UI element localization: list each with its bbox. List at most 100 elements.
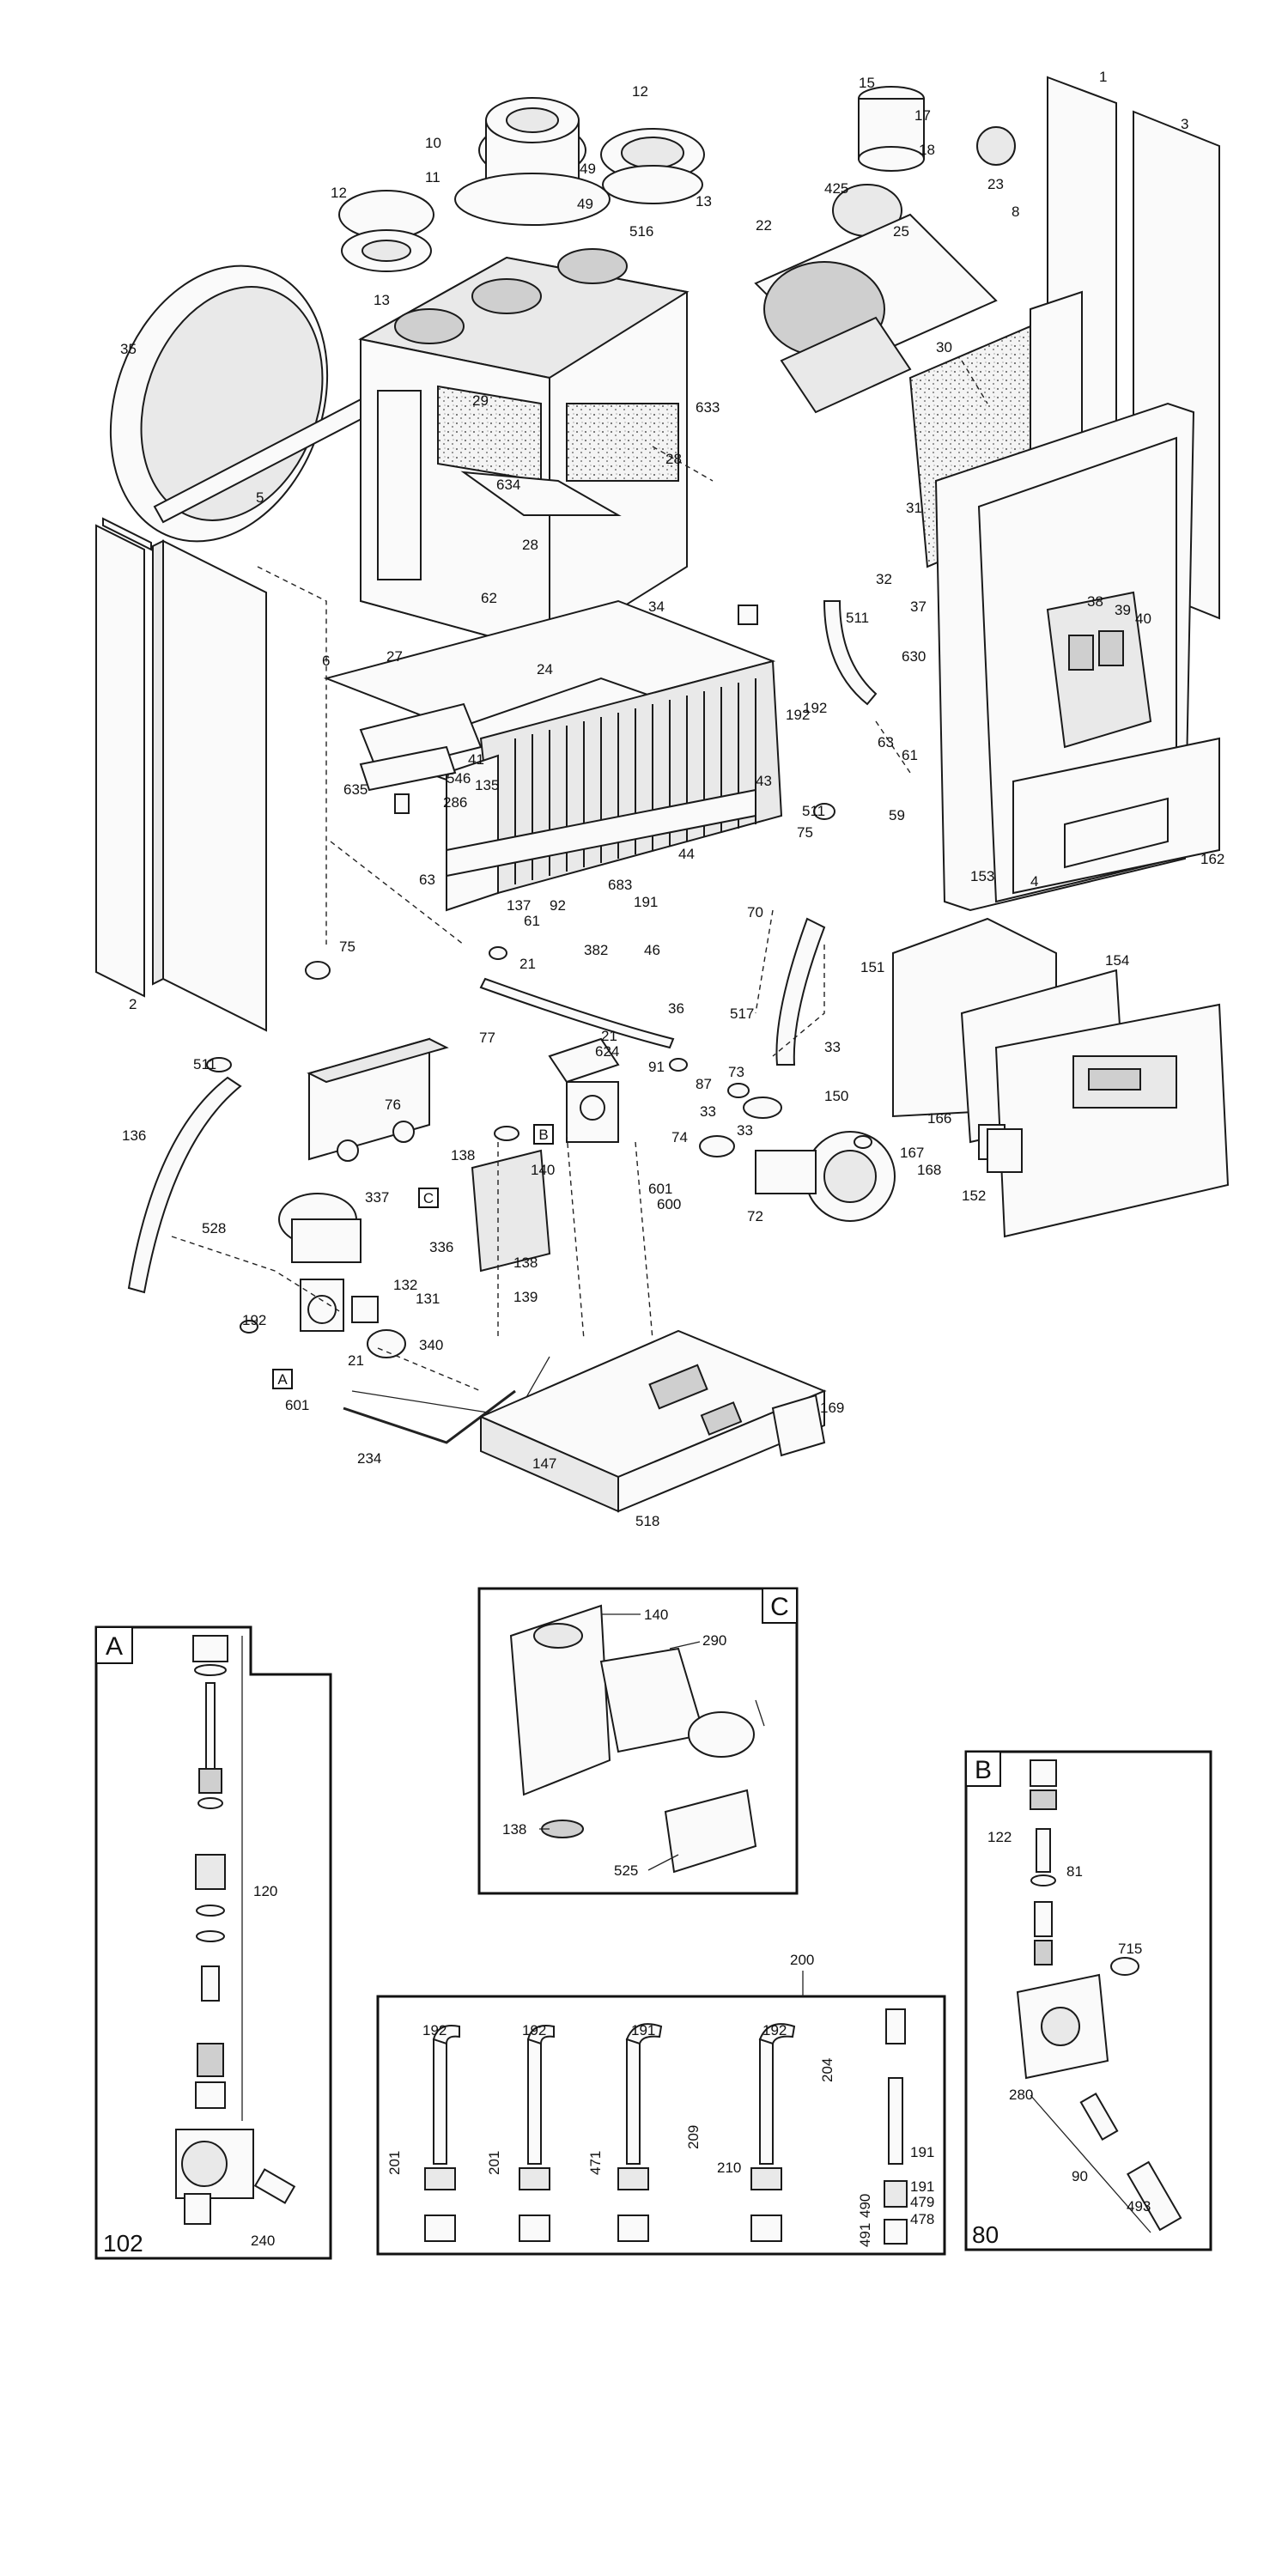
callout-label: 624: [595, 1043, 619, 1060]
detail-c-callout: 525: [614, 1862, 638, 1879]
callout-label: 61: [902, 747, 918, 763]
callout-label: 49: [580, 161, 596, 177]
callout-label: 63: [878, 734, 894, 750]
callout-label: 21: [348, 1352, 364, 1369]
callout-label: 286: [443, 794, 467, 811]
heat-exchanger: [323, 599, 783, 912]
detail-a-callout: 102: [103, 2230, 143, 2257]
callout-label: 517: [730, 1005, 754, 1022]
fan-assembly: [754, 86, 998, 414]
callout-label: 33: [737, 1122, 753, 1139]
callout-label: 167: [900, 1145, 924, 1161]
callout-label: 139: [513, 1289, 538, 1305]
detail-200-callout: 191: [910, 2144, 934, 2160]
circulation-pump: [699, 1097, 896, 1222]
detail-200-callout: 204: [819, 2058, 835, 2082]
callout-label: 425: [824, 180, 848, 197]
callout-label: 21: [601, 1028, 617, 1044]
detail-a-frame: A: [94, 1625, 332, 2260]
callout-label: 13: [374, 292, 390, 308]
callout-label: 192: [786, 707, 810, 723]
detail-200-callout: 209: [685, 2125, 702, 2149]
detail-200-callout: 201: [486, 2151, 502, 2175]
callout-label: 25: [893, 223, 909, 240]
callout-label: 15: [859, 75, 875, 91]
callout-label: 1: [1099, 69, 1107, 85]
callout-label: 62: [481, 590, 497, 606]
callout-label: 87: [696, 1076, 712, 1092]
detail-b-callout: 80: [972, 2221, 999, 2248]
callout-label: 138: [513, 1255, 538, 1271]
callout-label: 132: [393, 1277, 417, 1293]
detail-200-callout: 191: [910, 2178, 934, 2195]
plate-heat-exchanger: [307, 1037, 449, 1162]
callout-label: 528: [202, 1220, 226, 1236]
callout-label: 516: [629, 223, 653, 240]
callout-label: 33: [700, 1103, 716, 1120]
callout-label: 61: [524, 913, 540, 929]
detail-b-tag: B: [975, 1756, 992, 1784]
detail-200-frame: [376, 1971, 946, 2256]
callout-label: 6: [322, 653, 330, 669]
callout-label: 518: [635, 1513, 659, 1529]
callout-label: 191: [634, 894, 658, 910]
callout-label: 27: [386, 648, 403, 665]
callout-label: 11: [425, 169, 440, 185]
callout-label: 29: [472, 392, 489, 409]
callout-label: 137: [507, 897, 531, 914]
detail-200-callout: 200: [790, 1952, 814, 1968]
callout-label: 135: [475, 777, 499, 793]
callout-label: 34: [648, 598, 665, 615]
callout-label: 630: [902, 648, 926, 665]
callout-label: 28: [522, 537, 538, 553]
callout-label: 22: [756, 217, 772, 234]
front-casing: [934, 402, 1220, 912]
callout-label: 511: [846, 610, 869, 626]
detail-200-callout: 192: [422, 2022, 447, 2038]
callout-label: 511: [193, 1056, 216, 1072]
callout-label: 73: [728, 1064, 744, 1080]
callout-label: 63: [419, 872, 435, 888]
callout-label: 192: [242, 1312, 266, 1328]
detail-a-callout: 120: [253, 1883, 277, 1899]
detail-c-callout: 290: [702, 1632, 726, 1649]
callout-label: 46: [644, 942, 660, 958]
callout-label: 136: [122, 1127, 146, 1144]
marker-b: B: [538, 1127, 548, 1143]
callout-label: 154: [1105, 952, 1129, 969]
callout-label: 131: [416, 1291, 440, 1307]
control-box: [892, 917, 1230, 1238]
callout-label: 43: [756, 773, 772, 789]
callout-label: 151: [860, 959, 884, 975]
callout-label: 76: [385, 1097, 401, 1113]
callout-label: 600: [657, 1196, 681, 1212]
callout-label: 234: [357, 1450, 381, 1467]
callout-label: 169: [820, 1400, 844, 1416]
callout-label: 49: [577, 196, 593, 212]
callout-label: 153: [970, 868, 994, 884]
detail-c-callout: 140: [644, 1607, 668, 1623]
callout-label: 31: [906, 500, 922, 516]
detail-200-callout: 490: [857, 2194, 873, 2218]
callout-label: 5: [256, 489, 264, 506]
callout-label: 28: [665, 451, 682, 467]
callout-label: 8: [1012, 204, 1019, 220]
callout-label: 92: [550, 897, 566, 914]
detail-b-callout: 81: [1066, 1863, 1083, 1880]
detail-b-callout: 122: [987, 1829, 1012, 1845]
diverter-valve: [548, 1037, 620, 1143]
callout-label: 147: [532, 1455, 556, 1472]
callout-label: 40: [1135, 611, 1151, 627]
callout-label: 192: [803, 700, 827, 716]
callout-label: 152: [962, 1188, 986, 1204]
callout-label: 10: [425, 135, 441, 151]
callout-label: 140: [531, 1162, 555, 1178]
detail-b-callout: 493: [1127, 2198, 1151, 2215]
expansion-vessel: [109, 264, 380, 543]
callout-label: 601: [648, 1181, 672, 1197]
flue-caps: [338, 97, 705, 272]
callout-label: 12: [331, 185, 347, 201]
callout-label: 75: [797, 824, 813, 841]
callout-label: 74: [671, 1129, 688, 1145]
